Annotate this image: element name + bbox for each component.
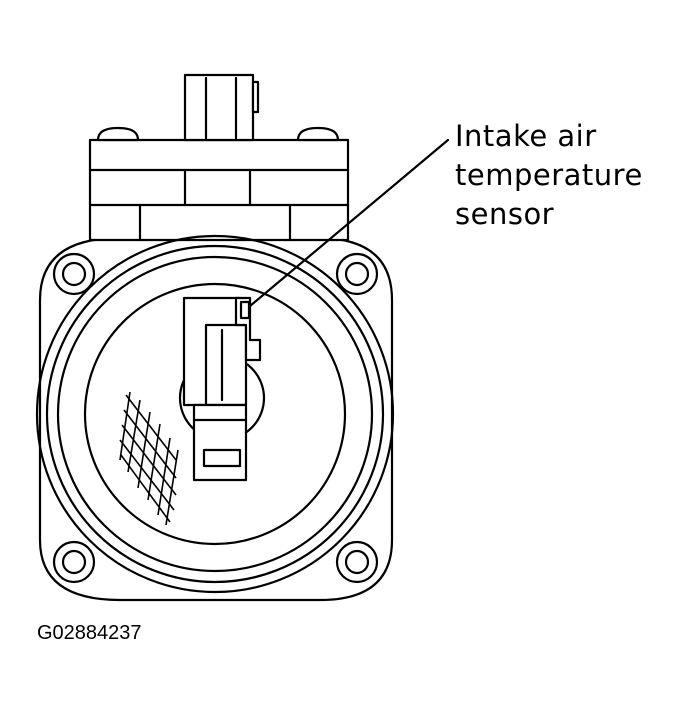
intake-air-temperature-sensor-label: Intake air temperature sensor (455, 117, 643, 234)
air-screen-mesh (119, 391, 179, 526)
bolt-hole-top-left (52, 252, 96, 296)
sensor-probe (182, 296, 262, 482)
bolt-hole-bottom-right (335, 540, 379, 584)
bolt-hole-bottom-left (52, 540, 96, 584)
callout-line-2: temperature (455, 158, 643, 192)
air-passage-bore (35, 234, 395, 594)
callout-leader-line (248, 138, 450, 308)
connector-housing (88, 126, 350, 242)
callout-line-3: sensor (455, 197, 555, 231)
callout-line-1: Intake air (455, 119, 597, 153)
connector-plug (183, 73, 260, 142)
figure-id: G02884237 (37, 622, 142, 644)
bolt-hole-top-right (335, 252, 379, 296)
